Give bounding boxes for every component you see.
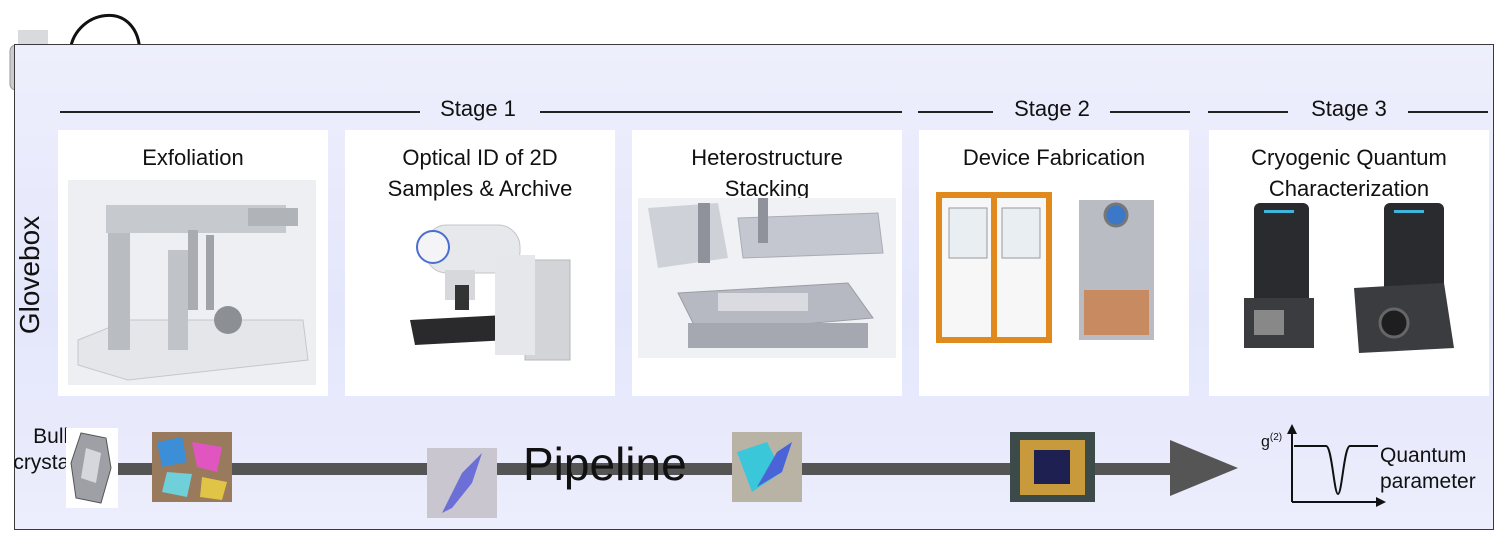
panel-title: Exfoliation xyxy=(142,145,244,170)
stage-2-line-right xyxy=(1110,111,1190,113)
bulk-crystal-icon xyxy=(66,428,118,508)
stage-1-label: Stage 1 xyxy=(440,96,516,121)
stage-1-line-left xyxy=(60,111,420,113)
g2-label: g(2) xyxy=(1261,432,1283,451)
pipeline-arrowhead-icon xyxy=(1170,440,1238,496)
panel-exfoliation: Exfoliation xyxy=(58,130,328,396)
pipeline-arrow-shaft xyxy=(115,463,1175,475)
panel-title: Heterostructure Stacking xyxy=(691,145,843,201)
device-chip-icon xyxy=(1010,432,1095,502)
microscope-icon xyxy=(410,224,571,361)
stage-2-label: Stage 2 xyxy=(1014,96,1090,121)
exfoliation-machine-icon xyxy=(68,180,316,385)
exfoliated-flakes-icon xyxy=(152,432,232,502)
pipeline-label: Pipeline xyxy=(523,438,687,490)
stage-1-line-right xyxy=(540,111,902,113)
cryostat-icon xyxy=(1244,203,1454,353)
panel-title: Device Fabrication xyxy=(962,145,1146,170)
g2-plot-icon xyxy=(1287,424,1386,507)
glovebox-label: Glovebox xyxy=(14,215,45,335)
panel-title: Cryogenic Quantum Characterization xyxy=(1251,145,1447,201)
bulk-crystal-label: Bulk crystal xyxy=(13,425,74,474)
panel-optical-id: Optical ID of 2D Samples & Archive xyxy=(345,130,615,396)
single-flake-icon xyxy=(427,448,497,518)
stage-2-line-left xyxy=(918,111,993,113)
stage-3-line-right xyxy=(1408,111,1488,113)
stage-3-line-left xyxy=(1208,111,1288,113)
stage-3-label: Stage 3 xyxy=(1311,96,1387,121)
fabrication-tool-icon xyxy=(936,192,1154,343)
panel-device-fabrication: Device Fabrication xyxy=(919,130,1189,396)
panel-cryogenic: Cryogenic Quantum Characterization xyxy=(1209,130,1489,396)
panel-title: Optical ID of 2D Samples & Archive xyxy=(387,145,573,201)
quantum-parameter-label: Quantum parameter xyxy=(1380,444,1476,493)
stacked-flake-icon xyxy=(732,432,802,502)
panel-heterostructure: Heterostructure Stacking xyxy=(632,130,902,396)
stacking-station-icon xyxy=(638,198,896,358)
